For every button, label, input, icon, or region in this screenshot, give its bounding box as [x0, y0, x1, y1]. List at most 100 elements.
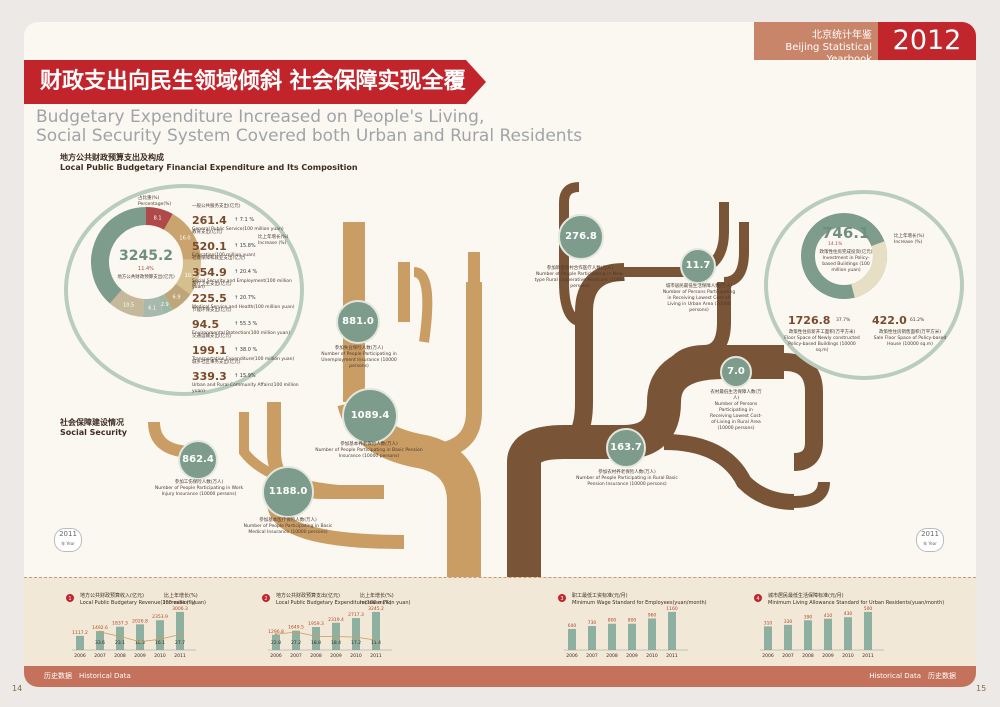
- chart-category-label: 2006: [270, 653, 282, 659]
- item-increase: ↑ 55.3 %: [234, 321, 258, 327]
- chart-number-dot: [558, 594, 566, 602]
- chart-increase-label: 23.1: [115, 640, 125, 646]
- title-english: Budgetary Expenditure Increased on Peopl…: [36, 107, 583, 146]
- node-rural-medicare-label: 参加新型农村合作医疗人数(万人)Number of People Partici…: [534, 266, 626, 289]
- chart-category-label: 2006: [762, 653, 774, 659]
- chart-bar: [176, 611, 184, 650]
- node-medical-label: 参加基本医疗保险人数(万人)Number of People Participa…: [243, 518, 333, 535]
- chart-incr-en: Increase (%): [360, 600, 391, 606]
- node-urban-lowest: 11.7: [680, 248, 716, 284]
- donut-share-label: 6.9: [173, 294, 181, 300]
- donut-segment: [91, 207, 147, 304]
- title-ribbon: 财政支出向民生领域倾斜 社会保障实现全覆盖: [24, 60, 486, 104]
- housing-label: 政策性住房完成投资(亿元)Investment in Policy-based …: [819, 250, 873, 273]
- footer-right: Historical Data 历史数据: [869, 672, 956, 680]
- chart-title-cn: 地方公共财政预算收入(亿元): [80, 592, 144, 599]
- chart-increase-label: 18.4: [331, 640, 341, 646]
- chart-number-dot: [262, 594, 270, 602]
- chart-increase-label: 16.1: [155, 640, 165, 646]
- chart-bar: [272, 634, 280, 650]
- chart-bar: [568, 628, 576, 650]
- donut-segment: [175, 258, 201, 295]
- item-label-cn: 医疗卫生支出(亿元): [192, 282, 232, 287]
- node-urban-lowest-label: 城市居民最低生活保障人数(万人)Number of Persons Partic…: [662, 284, 736, 313]
- chart-bar: [156, 620, 164, 650]
- donut-share-label: 2.9: [161, 302, 169, 308]
- chart-title-cn: 城市居民最低生活保障标准(元/月): [768, 592, 844, 599]
- item-label-cn: 节能环保支出(亿元): [192, 308, 232, 313]
- chart-value-label: 2319.4: [328, 617, 344, 623]
- chart-title-en: Minimum Living Allowance Standard for Ur…: [768, 600, 944, 606]
- chart-value-label: 330: [784, 619, 793, 625]
- chart-value-label: 1160: [666, 606, 678, 612]
- chart-increase-label: 22.8: [271, 640, 281, 646]
- donut-share-label: 8.1: [154, 215, 162, 221]
- chart-category-label: 2011: [666, 653, 678, 659]
- item-label-cn: 社会保障和就业支出(亿元): [192, 256, 246, 261]
- chart-bar: [312, 626, 320, 650]
- chart-value-label: 1959.3: [308, 621, 324, 627]
- chart-category-label: 2011: [862, 653, 874, 659]
- donut-share-label: 6.1: [148, 306, 156, 312]
- item-value: 225.5: [192, 292, 227, 305]
- housing-b-pct: 61.2%: [910, 318, 925, 323]
- chart-incr-cn: 比上年增长(%): [164, 592, 198, 599]
- chart-category-label: 2010: [154, 653, 166, 659]
- chart-value-label: 800: [608, 618, 617, 624]
- item-value: 199.1: [192, 344, 227, 357]
- item-increase: ↑ 15.8%: [234, 243, 256, 249]
- donut-share-label: 10.5: [123, 303, 134, 309]
- chart-category-label: 2009: [134, 653, 146, 659]
- chart-incr-cn: 比上年增长(%): [360, 592, 394, 599]
- chart-value-label: 1649.5: [288, 625, 304, 631]
- node-work-injury-label: 参加工伤保险人数(万人)Number of People Participati…: [154, 480, 244, 497]
- chart-category-label: 2008: [310, 653, 322, 659]
- chart-increase-label: 27.7: [175, 640, 185, 646]
- donut-segment: [163, 213, 201, 261]
- item-label-en: Medical Service and Health(100 million y…: [192, 305, 295, 310]
- chart-title-cn: 职工最低工资标准(元/月): [572, 592, 628, 599]
- chart-value-label: 430: [844, 611, 853, 617]
- item-label-cn: 交通运输支出(亿元): [192, 334, 232, 339]
- chart-value-label: 640: [568, 623, 577, 629]
- item-value: 354.9: [192, 266, 227, 279]
- chart-increase-line: [275, 631, 377, 641]
- chart-category-label: 2009: [822, 653, 834, 659]
- node-rural-pension: 163.7: [606, 428, 646, 468]
- chart-title-en: Local Public Budgetary Revenue(100 milli…: [80, 600, 206, 606]
- chart-bar: [784, 624, 792, 650]
- node-unemployment: 881.0: [336, 300, 380, 344]
- yearbook-year: 2012: [878, 22, 976, 60]
- chart-value-label: 390: [804, 614, 813, 620]
- item-increase: ↑ 38.0 %: [234, 347, 258, 353]
- chart-category-label: 2009: [330, 653, 342, 659]
- chart-bar: [844, 617, 852, 650]
- chart-category-label: 2011: [174, 653, 186, 659]
- item-increase: ↑ 7.1 %: [234, 217, 255, 223]
- item-value: 339.3: [192, 370, 227, 383]
- housing-increase-label: 比上年增长(%)Increase (%): [894, 234, 925, 245]
- chart-increase-label: 27.2: [291, 640, 301, 646]
- chart-bar: [372, 611, 380, 650]
- chart-category-label: 2010: [842, 653, 854, 659]
- donut-segment: [145, 207, 173, 230]
- chart-category-label: 2006: [74, 653, 86, 659]
- chart-value-label: 3006.3: [172, 606, 188, 612]
- footer-bar: 历史数据 Historical Data Historical Data 历史数…: [24, 666, 976, 687]
- share-label: 占比重(%)Percentage(%): [138, 196, 172, 207]
- chart-increase-label: 33.6: [95, 640, 105, 646]
- chart-title-en: Local Public Budgetary Expenditure(100 m…: [276, 600, 411, 606]
- chart-category-label: 2009: [626, 653, 638, 659]
- chart-category-label: 2010: [350, 653, 362, 659]
- chart-bar: [136, 624, 144, 650]
- chart-category-label: 2010: [646, 653, 658, 659]
